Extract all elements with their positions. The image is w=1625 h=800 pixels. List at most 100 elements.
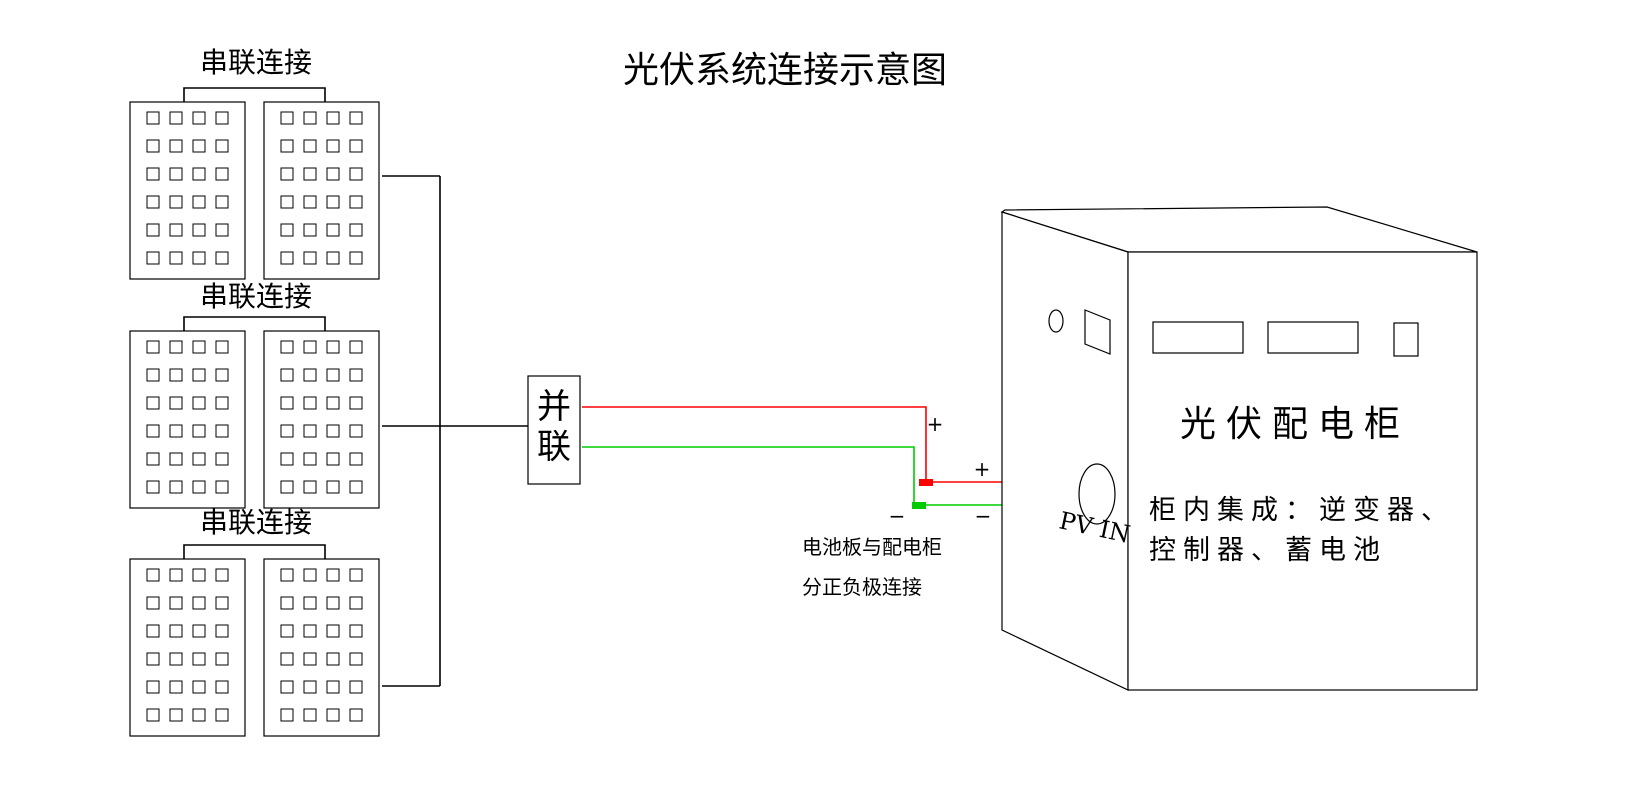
- solar-cell: [215, 340, 229, 354]
- solar-cell: [280, 396, 294, 410]
- solar-cell: [349, 568, 363, 582]
- solar-cell: [169, 139, 183, 153]
- solar-cell: [192, 340, 206, 354]
- solar-cell: [303, 568, 317, 582]
- solar-cell: [215, 680, 229, 694]
- solar-cell: [280, 223, 294, 237]
- solar-cell: [169, 424, 183, 438]
- solar-cell: [303, 452, 317, 466]
- solar-cell: [192, 167, 206, 181]
- pv-in-port-icon: [1078, 463, 1116, 525]
- solar-cell: [349, 396, 363, 410]
- solar-cell: [280, 340, 294, 354]
- plus-sign-left: +: [927, 412, 944, 436]
- solar-panel-icon: [129, 330, 246, 509]
- solar-cell: [146, 596, 160, 610]
- parallel-combiner-box: 并 联: [527, 375, 581, 485]
- solar-cell: [349, 424, 363, 438]
- solar-cell: [169, 368, 183, 382]
- series-connection-label: 串联连接: [200, 46, 312, 79]
- solar-cell: [349, 223, 363, 237]
- solar-cell: [169, 480, 183, 494]
- solar-panel-icon: [129, 101, 246, 280]
- cabinet-title: 光伏配电柜: [1180, 404, 1410, 445]
- panel-group-2: 串联连接: [129, 280, 380, 509]
- solar-cell: [280, 596, 294, 610]
- solar-cell: [192, 680, 206, 694]
- solar-cell: [326, 480, 340, 494]
- solar-cell: [280, 708, 294, 722]
- solar-cell: [280, 368, 294, 382]
- solar-cell: [303, 340, 317, 354]
- solar-cell: [326, 195, 340, 209]
- solar-cell: [280, 568, 294, 582]
- solar-cell: [303, 652, 317, 666]
- solar-cell: [215, 139, 229, 153]
- solar-cell: [280, 195, 294, 209]
- solar-cell: [326, 111, 340, 125]
- solar-cell: [192, 368, 206, 382]
- indicator-light-icon: [1048, 309, 1064, 333]
- solar-cell: [146, 624, 160, 638]
- solar-cell: [303, 111, 317, 125]
- solar-cell: [280, 111, 294, 125]
- solar-cell: [326, 680, 340, 694]
- solar-cell: [326, 223, 340, 237]
- solar-cell: [326, 251, 340, 265]
- solar-cell: [146, 452, 160, 466]
- solar-cell: [169, 251, 183, 265]
- solar-cell: [349, 340, 363, 354]
- solar-cell: [192, 452, 206, 466]
- solar-cell: [215, 396, 229, 410]
- solar-cell: [169, 568, 183, 582]
- solar-cell: [280, 424, 294, 438]
- solar-cell: [215, 167, 229, 181]
- solar-cell: [303, 480, 317, 494]
- solar-cell: [349, 195, 363, 209]
- solar-cell: [192, 251, 206, 265]
- solar-cell: [146, 195, 160, 209]
- solar-cell: [192, 139, 206, 153]
- solar-cell: [215, 708, 229, 722]
- display-window-2: [1267, 321, 1359, 354]
- solar-cell: [169, 223, 183, 237]
- solar-cell: [146, 680, 160, 694]
- solar-cell: [349, 652, 363, 666]
- solar-cell: [169, 167, 183, 181]
- solar-cell: [280, 167, 294, 181]
- solar-cell: [326, 652, 340, 666]
- solar-cell: [303, 708, 317, 722]
- solar-cell: [349, 680, 363, 694]
- solar-cell: [215, 424, 229, 438]
- solar-cell: [303, 167, 317, 181]
- positive-wire-to-terminal: [582, 406, 927, 482]
- solar-cell: [280, 624, 294, 638]
- solar-cell: [303, 251, 317, 265]
- series-bracket: [183, 316, 326, 331]
- solar-cell: [303, 624, 317, 638]
- solar-cell: [326, 568, 340, 582]
- solar-cell: [303, 223, 317, 237]
- solar-cell: [303, 195, 317, 209]
- solar-cell: [146, 424, 160, 438]
- cabinet-description-1: 柜内集成：逆变器、: [1149, 495, 1455, 526]
- minus-sign-left: −: [889, 504, 906, 528]
- solar-cell: [280, 652, 294, 666]
- solar-cell: [169, 111, 183, 125]
- note-line-1: 电池板与配电柜: [802, 535, 942, 559]
- solar-cell: [169, 452, 183, 466]
- solar-cell: [192, 568, 206, 582]
- parallel-label-2: 联: [537, 427, 571, 467]
- solar-cell: [303, 596, 317, 610]
- solar-cell: [280, 139, 294, 153]
- solar-cell: [349, 624, 363, 638]
- solar-cell: [326, 452, 340, 466]
- solar-cell: [192, 111, 206, 125]
- solar-cell: [215, 652, 229, 666]
- solar-cell: [349, 167, 363, 181]
- solar-cell: [349, 368, 363, 382]
- combiner-bus: [382, 175, 528, 687]
- solar-cell: [215, 195, 229, 209]
